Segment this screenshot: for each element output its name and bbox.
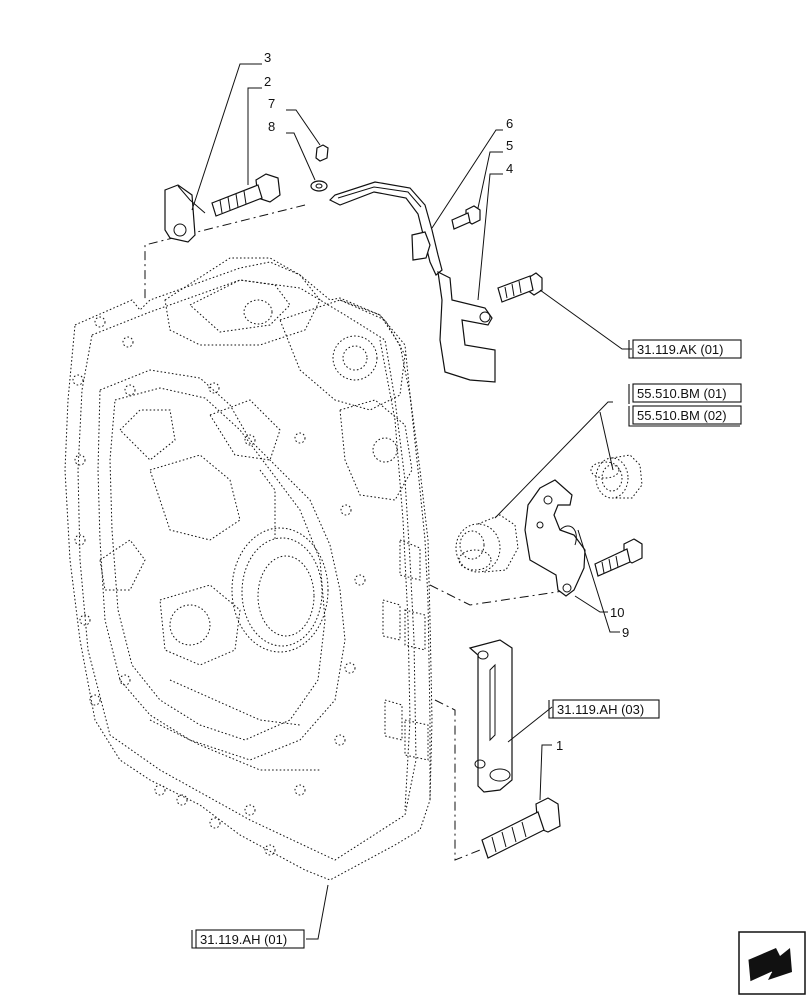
screw-part-7 <box>315 144 329 162</box>
plate-part-9 <box>524 479 586 597</box>
leader-lines <box>191 63 632 940</box>
callout-8: 8 <box>268 119 275 134</box>
reference-box-ak01[interactable]: 31.119.AK (01) <box>628 339 742 359</box>
guide-bar <box>468 639 513 793</box>
next-page-arrow-icon[interactable] <box>738 931 806 995</box>
bolt-part-10 <box>594 538 643 577</box>
callout-2: 2 <box>264 74 271 89</box>
bolt-part-1 <box>481 797 561 859</box>
washer-part-8 <box>310 180 328 192</box>
reference-box-ah03[interactable]: 31.119.AH (03) <box>548 699 660 719</box>
callout-numbers: 3 2 7 8 6 5 4 10 9 1 <box>264 50 629 753</box>
reference-label: 31.119.AH (03) <box>557 702 644 717</box>
callout-7: 7 <box>268 96 275 111</box>
reference-box-bm01[interactable]: 55.510.BM (01) <box>628 383 742 404</box>
callout-1: 1 <box>556 738 563 753</box>
callout-6: 6 <box>506 116 513 131</box>
callout-5: 5 <box>506 138 513 153</box>
reference-label: 55.510.BM (02) <box>637 408 727 423</box>
callout-3: 3 <box>264 50 271 65</box>
transmission-housing <box>64 257 433 881</box>
plate-part-4 <box>437 270 496 383</box>
reference-label: 31.119.AH (01) <box>200 932 287 947</box>
reference-label: 31.119.AK (01) <box>637 342 723 357</box>
callout-4: 4 <box>506 161 513 176</box>
bracket-part-6 <box>328 181 443 276</box>
callout-9: 9 <box>622 625 629 640</box>
seal-ring <box>590 454 643 499</box>
clip-part-3 <box>164 184 206 243</box>
bolt-part-2 <box>211 173 281 217</box>
reference-label: 55.510.BM (01) <box>637 386 727 401</box>
alignment-lines <box>144 204 571 861</box>
callout-10: 10 <box>610 605 624 620</box>
bolt-part-5 <box>451 205 481 230</box>
reference-box-bm02[interactable]: 55.510.BM (02) <box>628 405 742 427</box>
coupling <box>455 514 519 573</box>
reference-box-ah01[interactable]: 31.119.AH (01) <box>191 929 305 949</box>
bolt-ak <box>497 272 543 303</box>
